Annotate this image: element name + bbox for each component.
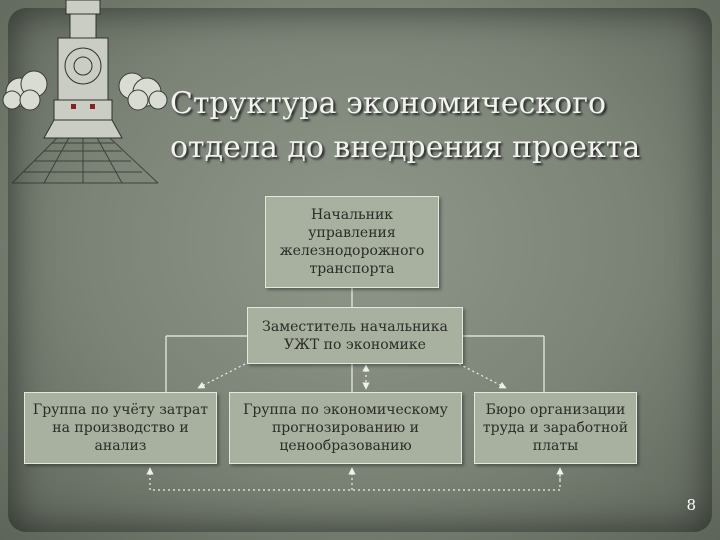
- node-g2-line-3: ценообразованию: [279, 438, 412, 454]
- org-node-cost-accounting-group: Группа по учёту затрат на производство и…: [24, 392, 217, 464]
- dotted-link-deputy-g1: [197, 363, 246, 389]
- org-node-forecasting-group: Группа по экономическому прогнозированию…: [229, 392, 462, 464]
- node-g3-line-3: платы: [532, 438, 579, 454]
- slide-title: Структура экономического отдела до внедр…: [170, 82, 690, 170]
- node-g3-line-2: труда и заработной: [482, 420, 629, 436]
- dotted-link-bottom: [149, 468, 561, 491]
- node-head-line-1: Начальник: [310, 207, 394, 223]
- node-g2-line-1: Группа по экономическому: [243, 402, 448, 418]
- org-node-head: Начальник управления железнодорожного тр…: [265, 196, 439, 288]
- node-head-line-3: железнодорожного: [279, 243, 425, 259]
- steam-locomotive-icon: [2, 0, 168, 184]
- node-g2-line-2: прогнозированию и: [271, 420, 420, 436]
- dotted-link-deputy-g3: [458, 363, 507, 389]
- title-line-1: Структура экономического: [170, 86, 607, 121]
- node-head-line-2: управления: [308, 225, 396, 241]
- page-number: 8: [686, 496, 696, 514]
- title-line-2: отдела до внедрения проекта: [170, 130, 641, 165]
- node-g1-line-2: на производство и: [52, 420, 189, 436]
- node-g1-line-3: анализ: [94, 438, 147, 454]
- node-g1-line-1: Группа по учёту затрат: [32, 402, 209, 418]
- org-node-deputy: Заместитель начальника УЖТ по экономике: [247, 307, 463, 364]
- node-head-line-4: транспорта: [309, 261, 395, 277]
- node-deputy-line-2: УЖТ по экономике: [284, 336, 426, 353]
- node-g3-line-1: Бюро организации: [485, 402, 626, 418]
- org-node-labor-bureau: Бюро организации труда и заработной плат…: [474, 392, 637, 464]
- node-deputy-line-1: Заместитель начальника: [262, 318, 448, 335]
